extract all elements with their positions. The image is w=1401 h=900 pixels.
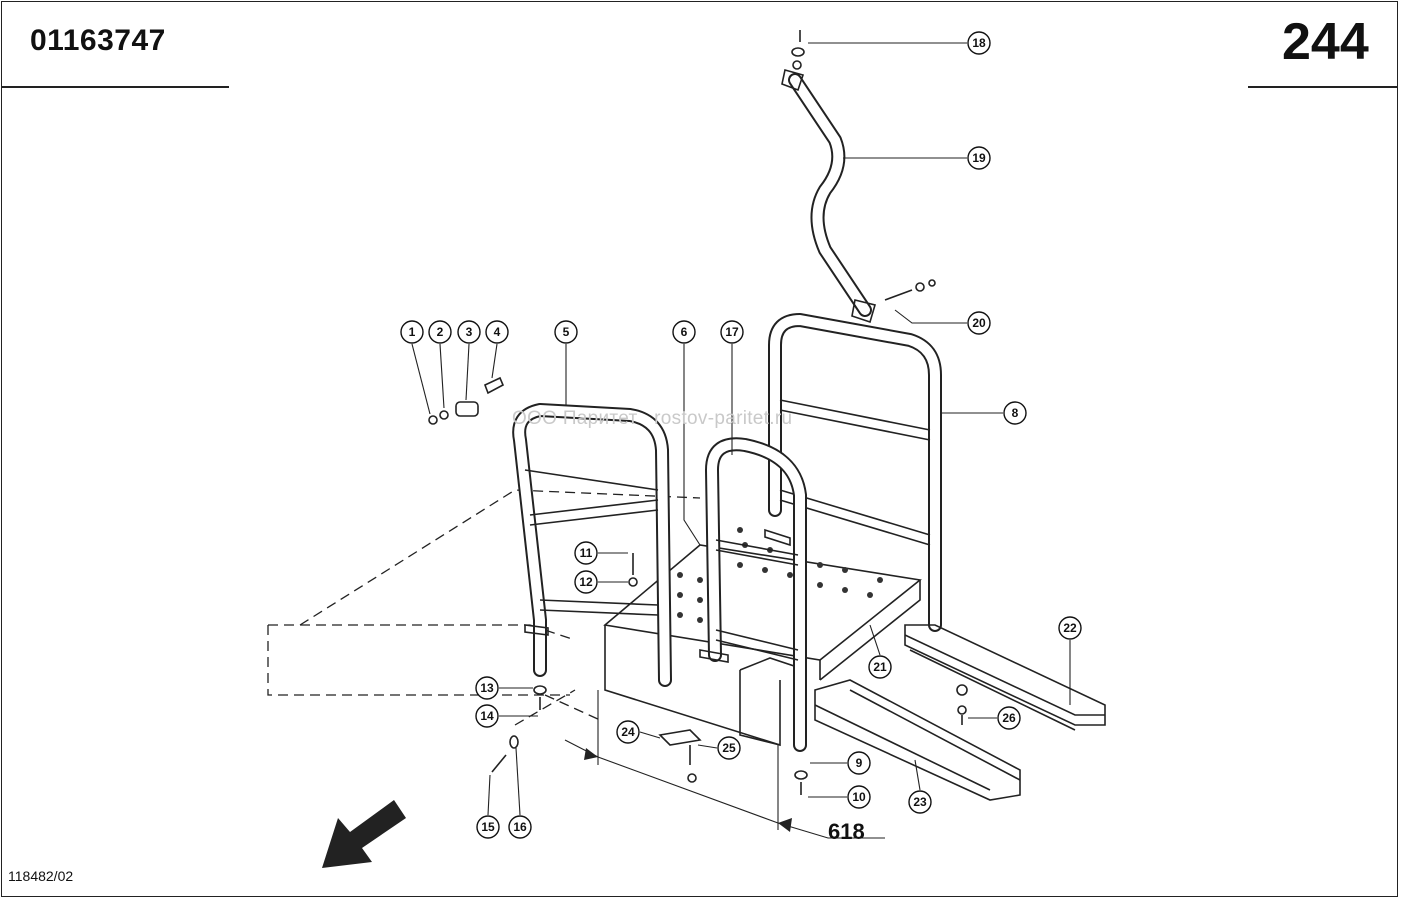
leader-lines (411, 42, 1071, 816)
svg-text:21: 21 (873, 660, 887, 674)
callout-1: 1 (400, 320, 424, 344)
callout-10: 10 (847, 785, 871, 809)
platform-perforations (677, 527, 883, 623)
svg-text:25: 25 (722, 741, 736, 755)
left-rail (512, 403, 672, 687)
svg-text:22: 22 (1063, 621, 1077, 635)
callout-24: 24 (616, 720, 640, 744)
callout-17: 17 (720, 320, 744, 344)
svg-text:18: 18 (972, 36, 986, 50)
hardware (428, 30, 968, 795)
callout-14: 14 (475, 704, 499, 728)
svg-text:1: 1 (409, 325, 416, 339)
callout-2: 2 (428, 320, 452, 344)
svg-text:10: 10 (852, 790, 866, 804)
callout-13: 13 (475, 676, 499, 700)
callout-21: 21 (868, 655, 892, 679)
channel-23 (814, 679, 1021, 801)
callout-12: 12 (574, 570, 598, 594)
brace (781, 69, 877, 324)
header-rule-right (1248, 86, 1398, 88)
svg-text:17: 17 (725, 325, 739, 339)
middle-rail (699, 437, 807, 752)
svg-text:3: 3 (466, 325, 473, 339)
svg-text:8: 8 (1012, 406, 1019, 420)
callout-23: 23 (908, 790, 932, 814)
callout-11: 11 (574, 541, 598, 565)
callout-3: 3 (457, 320, 481, 344)
dimension-label: 618 (828, 819, 865, 844)
svg-text:12: 12 (579, 575, 593, 589)
channel-22 (904, 624, 1106, 731)
callout-20: 20 (967, 311, 991, 335)
callout-8: 8 (1003, 401, 1027, 425)
part-number: 01163747 (30, 24, 166, 57)
svg-text:16: 16 (513, 820, 527, 834)
watermark: ООО Паритет rostov-paritet.ru (512, 408, 793, 429)
callout-9: 9 (847, 751, 871, 775)
callout-15: 15 (476, 815, 500, 839)
drawing-id: 118482/02 (8, 868, 74, 884)
callout-6: 6 (672, 320, 696, 344)
svg-text:5: 5 (563, 325, 570, 339)
dimension-618 (564, 690, 885, 839)
svg-text:13: 13 (480, 681, 494, 695)
arrow-down-left-icon (322, 800, 406, 868)
svg-text:23: 23 (913, 795, 927, 809)
callout-26: 26 (997, 706, 1021, 730)
callout-18: 18 (967, 31, 991, 55)
callout-19: 19 (967, 146, 991, 170)
svg-text:6: 6 (681, 325, 688, 339)
svg-text:15: 15 (481, 820, 495, 834)
callout-22: 22 (1058, 616, 1082, 640)
svg-text:11: 11 (580, 546, 593, 560)
callout-25: 25 (717, 736, 741, 760)
svg-text:2: 2 (437, 325, 444, 339)
callout-16: 16 (508, 815, 532, 839)
svg-text:9: 9 (856, 756, 863, 770)
svg-text:4: 4 (494, 325, 501, 339)
callout-5: 5 (554, 320, 578, 344)
svg-text:14: 14 (480, 709, 494, 723)
callout-4: 4 (485, 320, 509, 344)
svg-text:20: 20 (972, 316, 986, 330)
page-number: 244 (1282, 13, 1369, 71)
platform-plate (603, 544, 922, 747)
header-rule-left (1, 86, 229, 88)
svg-text:19: 19 (972, 151, 986, 165)
svg-text:24: 24 (621, 725, 635, 739)
svg-text:26: 26 (1002, 711, 1016, 725)
